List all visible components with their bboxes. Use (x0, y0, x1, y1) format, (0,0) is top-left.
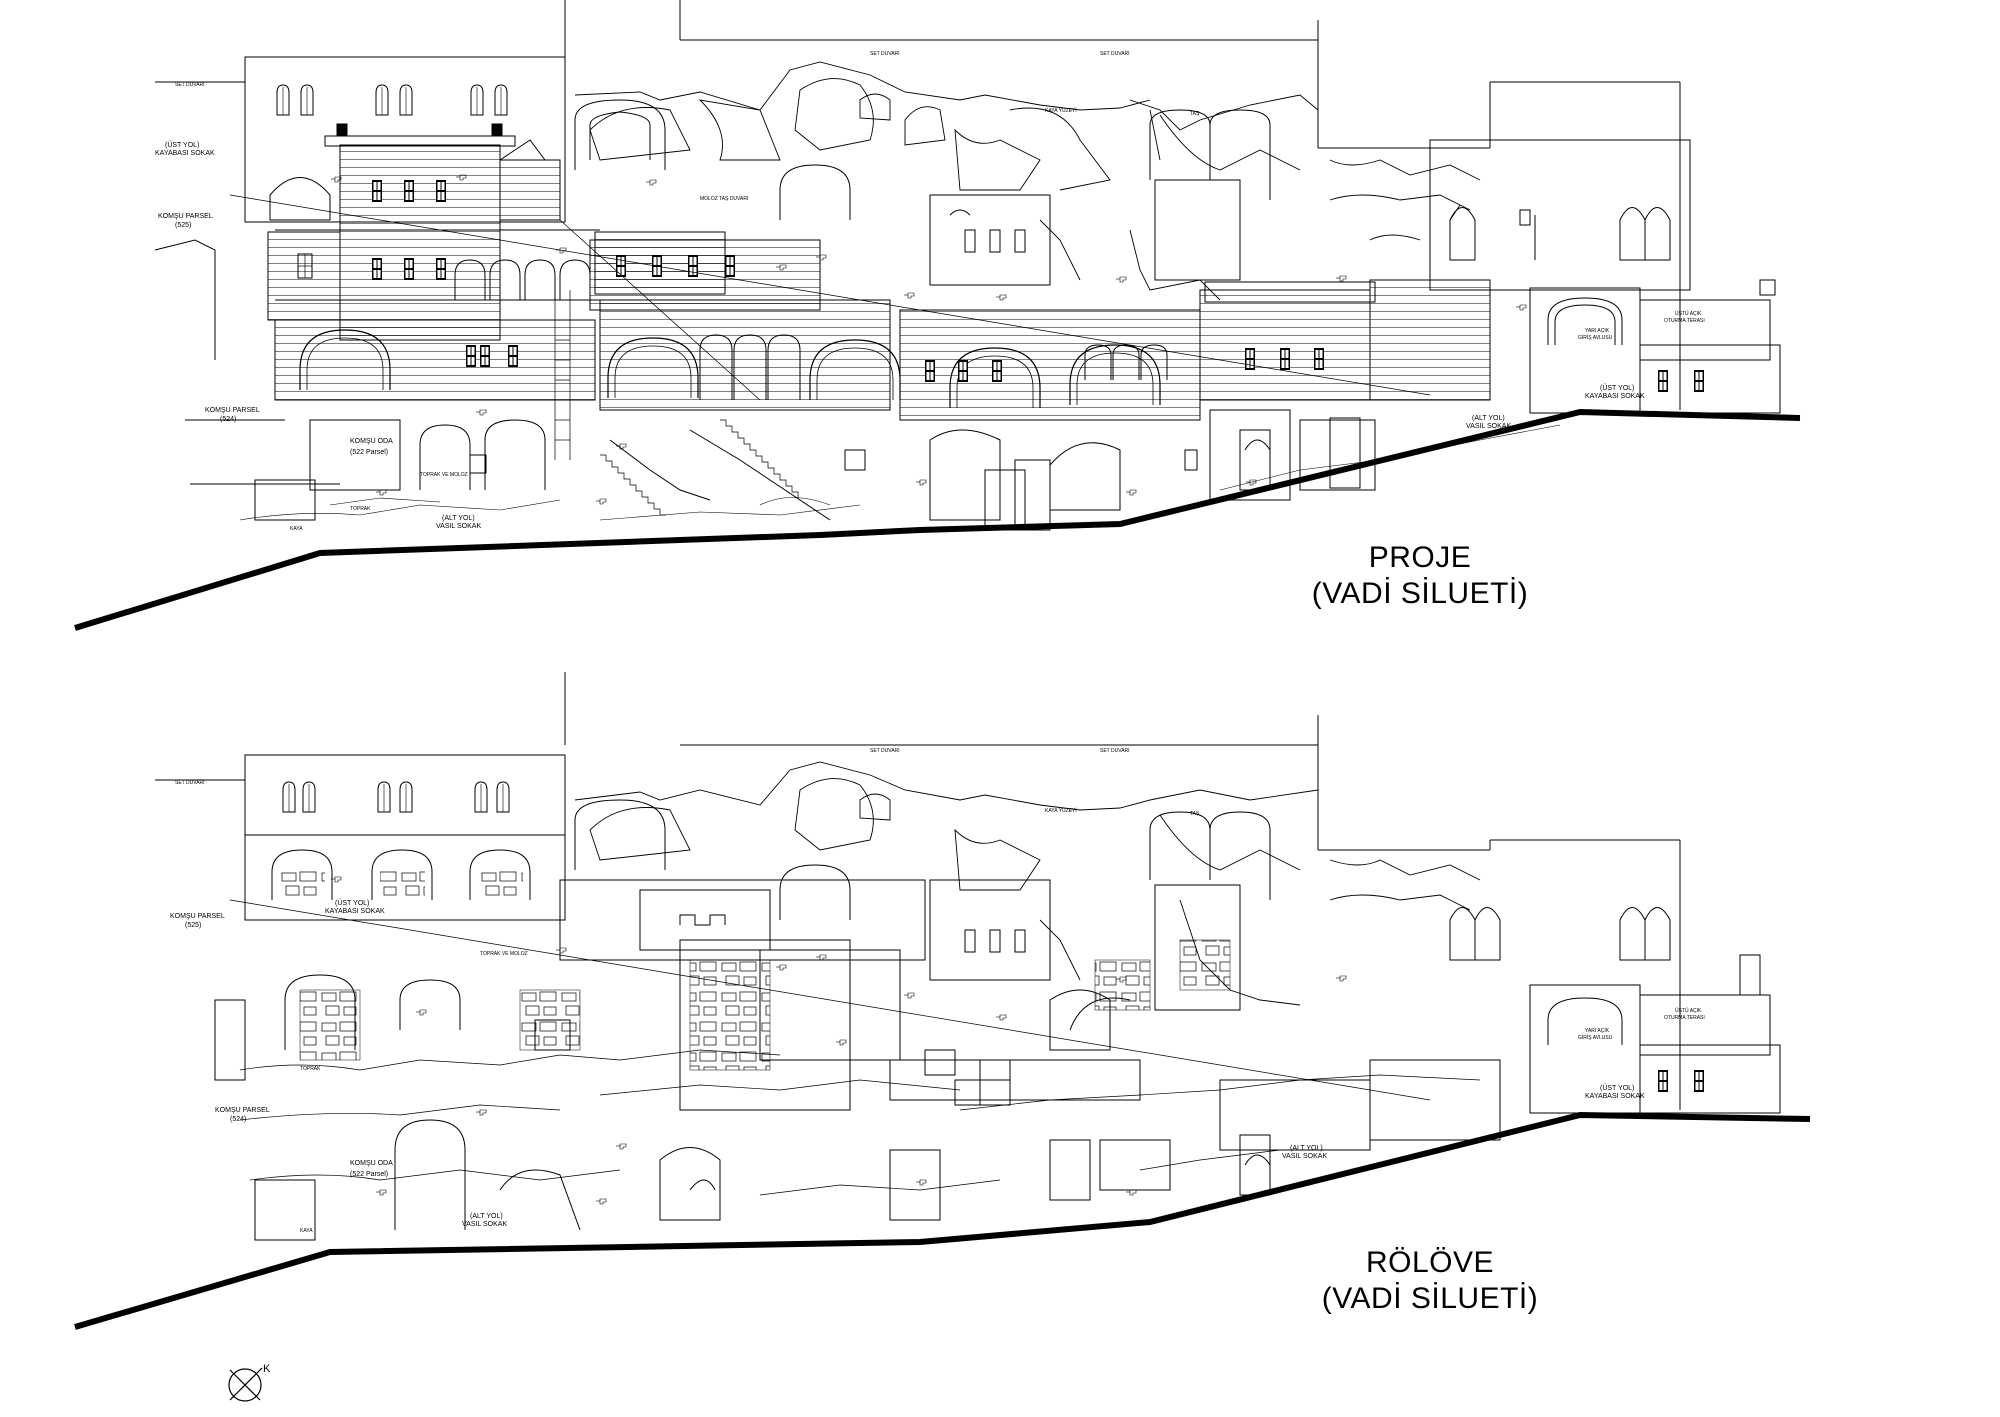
survey-toprak-moloz: TOPRAK VE MOLOZ (480, 951, 528, 957)
project-right-ust-yol: (ÜST YOL) (1600, 384, 1634, 392)
project-alt-yol-street: VASIL SOKAK (436, 523, 481, 530)
survey-yari-acik: YARI AÇIK (1585, 1028, 1610, 1034)
survey-kaya: KAYA (300, 1228, 313, 1234)
survey-komsu-parsel-bottom-no: (524) (230, 1116, 246, 1123)
project-alt-yol-label: (ALT YOL) (442, 515, 475, 522)
survey-title: RÖLÖVE (VADİ SİLUETİ) (1300, 1245, 1560, 1317)
project-right-ust-yol-street: KAYABASI SOKAK (1585, 393, 1645, 400)
project-right-alt-yol: (ALT YOL) (1472, 415, 1505, 422)
project-ustu-acik: ÜSTÜ AÇIK (1675, 310, 1702, 317)
project-ust-yol-label: (ÜST YOL) (165, 141, 199, 149)
project-komsu-parsel-bottom: KOMŞU PARSEL (205, 407, 260, 414)
project-komsu-parsel-top-no: (525) (175, 222, 191, 229)
project-moloz-tas-duvar: MOLOZ TAŞ DUVARI (700, 196, 748, 202)
survey-right-alt-yol-street: VASIL SOKAK (1282, 1153, 1327, 1160)
survey-alt-yol-street: VASIL SOKAK (462, 1221, 507, 1228)
survey-giris-avlusu: GİRİŞ AVLUSU (1578, 1034, 1613, 1041)
project-komsu-parsel-bottom-no: (524) (220, 416, 236, 423)
project-giris-avlusu: GİRİŞ AVLUSU (1578, 334, 1613, 341)
survey-ground-line (74, 1111, 1811, 1330)
survey-title-line2: (VADİ SİLUETİ) (1321, 1282, 1539, 1315)
survey-tas: TAŞ (1190, 811, 1200, 817)
survey-ustu-acik: ÜSTÜ AÇIK (1675, 1007, 1702, 1014)
survey-set-duvari-top: SET DUVARI (870, 748, 900, 754)
survey-alt-yol-label: (ALT YOL) (470, 1213, 503, 1220)
project-toprak-moloz: TOPRAK VE MOLOZ (420, 472, 468, 478)
survey-right-ust-yol: (ÜST YOL) (1600, 1084, 1634, 1092)
survey-toprak: TOPRAK (300, 1066, 321, 1072)
project-set-duvari-top-2: SET DUVARI (1100, 51, 1130, 57)
project-set-duvari-left: SET DUVARI (175, 82, 205, 88)
survey-set-duvari-left: SET DUVARI (175, 780, 205, 786)
project-yari-acik: YARI AÇIK (1585, 328, 1610, 334)
survey-set-duvari-top-2: SET DUVARI (1100, 748, 1130, 754)
project-title-line1: PROJE (1368, 541, 1472, 574)
survey-komsu-parsel-top: KOMŞU PARSEL (170, 913, 225, 920)
project-title: PROJE (VADİ SİLUETİ) (1290, 540, 1550, 612)
project-tas: TAŞ (1190, 111, 1200, 117)
north-arrow-letter: K (263, 1363, 271, 1375)
survey-elevation: SET DUVARI SET DUVARI SET DUVARI (ÜST YO… (74, 672, 1811, 1330)
project-ground-line (74, 408, 1801, 631)
survey-oturma-terasi: OTURMA TERASI (1664, 1015, 1705, 1021)
survey-komsu-parsel-bottom: KOMŞU PARSEL (215, 1107, 270, 1114)
project-komsu-oda: KOMŞU ODA (350, 438, 393, 445)
survey-komsu-parsel-top-no: (525) (185, 922, 201, 929)
survey-kaya-yuzeyi: KAYA YÜZEYİ (1045, 807, 1077, 814)
north-arrow-icon: K (228, 1363, 271, 1402)
survey-komsu-oda-parsel: (522 Parsel) (350, 1171, 388, 1178)
survey-ust-yol-street: KAYABASI SOKAK (325, 908, 385, 915)
survey-right-ust-yol-street: KAYABASI SOKAK (1585, 1093, 1645, 1100)
project-elevation: SET DUVARI (ÜST YOL) KAYABASI SOKAK KOMŞ… (74, 0, 1801, 631)
project-komsu-parsel-top: KOMŞU PARSEL (158, 213, 213, 220)
project-set-duvari-top-1: SET DUVARI (870, 51, 900, 57)
project-kaya: KAYA (290, 526, 303, 532)
survey-right-alt-yol: (ALT YOL) (1290, 1145, 1323, 1152)
survey-ust-yol-label: (ÜST YOL) (335, 899, 369, 907)
project-right-alt-yol-street: VASIL SOKAK (1466, 423, 1511, 430)
project-kaya-yuzeyi: KAYA YÜZEYİ (1045, 107, 1077, 114)
survey-title-line1: RÖLÖVE (1365, 1246, 1495, 1279)
project-ust-yol-street: KAYABASI SOKAK (155, 150, 215, 157)
project-title-line2: (VADİ SİLUETİ) (1311, 577, 1529, 610)
project-oturma-terasi: OTURMA TERASI (1664, 318, 1705, 324)
project-komsu-oda-parsel: (522 Parsel) (350, 449, 388, 456)
survey-komsu-oda: KOMŞU ODA (350, 1160, 393, 1167)
project-toprak: TOPRAK (350, 506, 371, 512)
